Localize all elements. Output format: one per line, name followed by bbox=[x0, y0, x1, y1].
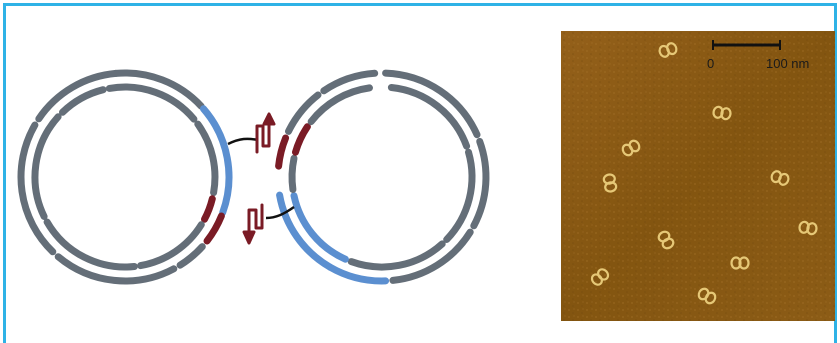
left-dna-ring bbox=[21, 73, 229, 281]
inner-strand-segment bbox=[35, 117, 58, 217]
scale-bar-end-label: 100 nm bbox=[766, 56, 809, 71]
linker-strand-top bbox=[228, 139, 258, 144]
afm-image bbox=[561, 31, 835, 321]
hairpin-arrow-down-icon bbox=[244, 205, 262, 243]
inner-strand-segment bbox=[198, 124, 215, 193]
inner-strand-segment bbox=[296, 127, 308, 153]
right-dna-ring bbox=[279, 73, 486, 281]
inner-strand-segment bbox=[391, 88, 466, 147]
hairpin-arrow-up-icon bbox=[257, 114, 274, 152]
outer-strand-segment bbox=[280, 195, 330, 267]
outer-strand-segment bbox=[279, 138, 286, 166]
inner-strand-segment bbox=[294, 196, 345, 260]
outer-strand-segment bbox=[207, 216, 221, 241]
inner-strand-segment bbox=[205, 199, 213, 220]
inner-strand-segment bbox=[447, 152, 472, 239]
outer-strand-segment bbox=[289, 95, 319, 131]
outer-strand-segment bbox=[39, 73, 116, 118]
scale-bar-start-label: 0 bbox=[707, 56, 714, 71]
inner-strand-segment bbox=[351, 244, 442, 267]
inner-strand-segment bbox=[292, 158, 294, 189]
outer-strand-segment bbox=[474, 141, 486, 225]
